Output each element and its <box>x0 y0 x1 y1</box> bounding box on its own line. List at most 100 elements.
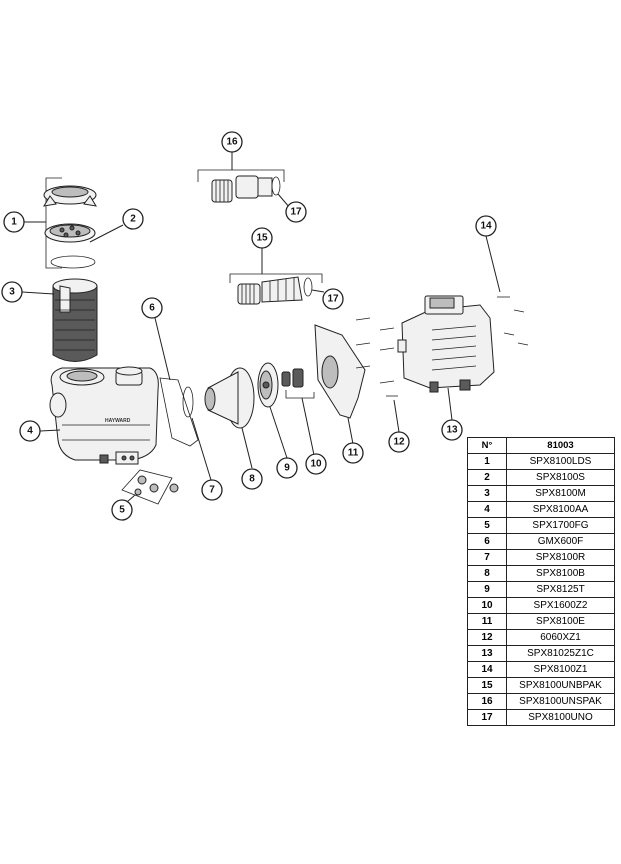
row-code: SPX8100R <box>506 549 615 566</box>
callout-17-lower: 17 <box>322 288 344 310</box>
part-9-impeller <box>257 362 279 408</box>
row-code: SPX8100UNBPAK <box>506 677 615 694</box>
callout-5-label: 5 <box>119 505 125 516</box>
part-7-o-ring <box>182 386 194 418</box>
row-num: 16 <box>467 693 507 710</box>
row-code: 6060XZ1 <box>506 629 615 646</box>
callout-16: 16 <box>221 131 243 153</box>
callout-3-label: 3 <box>9 287 15 298</box>
callout-6: 6 <box>141 297 163 319</box>
callout-2: 2 <box>122 208 144 230</box>
row-num: 8 <box>467 565 507 582</box>
row-num: 13 <box>467 645 507 662</box>
row-code: SPX8100E <box>506 613 615 630</box>
row-num: 1 <box>467 453 507 470</box>
part-13-motor <box>397 295 495 393</box>
row-code: SPX8100S <box>506 469 615 486</box>
row-num: 7 <box>467 549 507 566</box>
row-code: SPX8100AA <box>506 501 615 518</box>
callout-2-label: 2 <box>130 214 136 225</box>
row-num: 11 <box>467 613 507 630</box>
part-14-motor-bolts <box>497 296 529 346</box>
row-code: SPX8100UNO <box>506 709 615 726</box>
leader-lines <box>21 152 501 503</box>
row-code: SPX8100M <box>506 485 615 502</box>
callout-5: 5 <box>111 499 133 521</box>
row-code: SPX8100B <box>506 565 615 582</box>
part-11-seal-plate <box>314 324 366 419</box>
row-code: SPX1600Z2 <box>506 597 615 614</box>
callout-4-label: 4 <box>27 426 33 437</box>
callout-15: 15 <box>251 227 273 249</box>
part-1-lid-assembly <box>43 177 97 269</box>
callout-10-label: 10 <box>310 459 322 470</box>
part-4-pump-housing: HAYWARD <box>49 366 159 465</box>
part-16-union-kit <box>197 169 285 203</box>
callout-4: 4 <box>19 420 41 442</box>
part-8-diffuser <box>204 367 255 429</box>
callout-13: 13 <box>441 419 463 441</box>
row-num: 5 <box>467 517 507 534</box>
parts-table-header-row: N° 81003 <box>467 437 615 454</box>
part-6-housing-gasket <box>159 377 199 447</box>
callout-11: 11 <box>342 442 364 464</box>
callout-8: 8 <box>241 468 263 490</box>
row-code: SPX8100UNSPAK <box>506 693 615 710</box>
row-code: SPX8125T <box>506 581 615 598</box>
callout-14: 14 <box>475 215 497 237</box>
callout-3: 3 <box>1 281 23 303</box>
row-num: 12 <box>467 629 507 646</box>
part-5-drain-plugs <box>121 469 179 505</box>
callout-6-label: 6 <box>149 303 155 314</box>
part-15-union-kit <box>229 273 323 305</box>
callout-11-label: 11 <box>348 448 359 459</box>
row-num: 10 <box>467 597 507 614</box>
callout-1-label: 1 <box>11 217 17 228</box>
header-model: 81003 <box>506 437 615 454</box>
row-code: SPX1700FG <box>506 517 615 534</box>
row-code: SPX81025Z1C <box>506 645 615 662</box>
row-code: SPX8100LDS <box>506 453 615 470</box>
row-code: GMX600F <box>506 533 615 550</box>
callout-14-label: 14 <box>480 221 492 232</box>
callout-15-label: 15 <box>256 233 268 244</box>
part-12-bolts <box>355 317 398 397</box>
callout-9-label: 9 <box>284 463 290 474</box>
row-num: 14 <box>467 661 507 678</box>
callout-7: 7 <box>201 479 223 501</box>
callout-7-label: 7 <box>209 485 215 496</box>
header-num: N° <box>467 437 507 454</box>
callout-17-lower-label: 17 <box>327 294 339 305</box>
callout-10: 10 <box>305 453 327 475</box>
callout-13-label: 13 <box>446 425 458 436</box>
part-2-o-ring <box>50 255 96 269</box>
callout-12-label: 12 <box>393 437 405 448</box>
callout-8-label: 8 <box>249 474 255 485</box>
row-num: 15 <box>467 677 507 694</box>
part-3-strainer-basket <box>52 278 98 362</box>
housing-brand-label: HAYWARD <box>105 418 131 424</box>
callout-17-upper-label: 17 <box>290 207 302 218</box>
callout-1: 1 <box>3 211 25 233</box>
callout-17-upper: 17 <box>285 201 307 223</box>
row-num: 3 <box>467 485 507 502</box>
callout-12: 12 <box>388 431 410 453</box>
row-num: 6 <box>467 533 507 550</box>
